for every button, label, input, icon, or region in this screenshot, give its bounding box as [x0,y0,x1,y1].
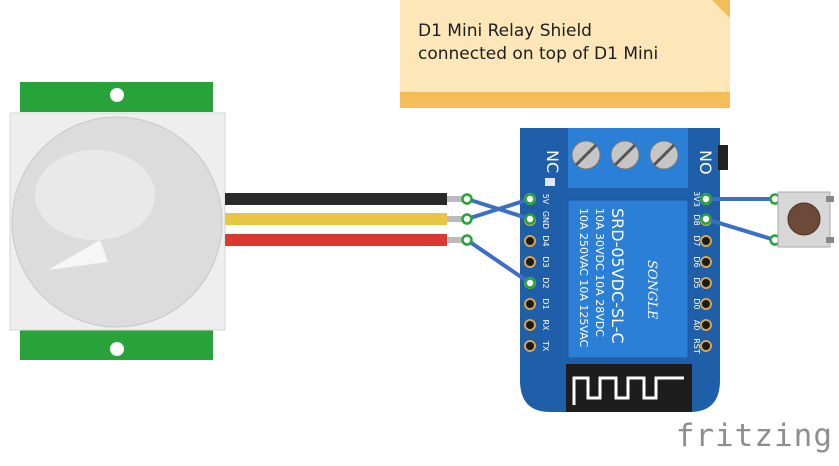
sensor-wires [225,193,467,246]
pin-d1[interactable] [524,298,536,310]
jumper-2 [466,197,531,221]
pin-label-d6: D6 [692,256,701,267]
pin-label-d7: D7 [692,235,701,246]
led-indicator [545,178,555,186]
pin-tx[interactable] [524,340,536,352]
button-cap[interactable] [787,202,821,236]
note-line-1: D1 Mini Relay Shield [418,21,592,41]
note-bar [400,92,730,108]
push-button[interactable] [777,191,834,248]
relay-spec-line: 10A 30VDC 10A 28VDC [593,208,606,337]
pin-d3[interactable] [524,256,536,268]
antenna-trace [572,376,684,405]
pin-d4[interactable] [524,235,536,247]
pir-top-hole [110,88,124,102]
button-leg-1 [826,196,834,202]
jumper-5 [705,217,776,242]
pin-label-5v: 5V [541,194,550,205]
relay-spec-line: 10A 250VAC 10A 125VAC [577,208,590,348]
relay-spec-line: SRD-05VDC-SL-C [608,208,627,344]
note-fold [712,0,730,18]
note-text: D1 Mini Relay Shield connected on top of… [418,20,658,66]
pin-label-d0: D0 [692,298,701,309]
pin-label-rst: RST [692,338,701,354]
pin-d5[interactable] [700,277,712,289]
pin-rx[interactable] [524,319,536,331]
jumper-wires [465,197,776,285]
pir-sensor [9,82,226,360]
pin-label-d1: D1 [541,298,550,309]
wire-red [225,234,447,246]
fritzing-watermark: fritzing [675,418,833,454]
pin-label-d4: D4 [541,235,550,246]
note-card: D1 Mini Relay Shield connected on top of… [400,0,730,108]
terminal-screw-slot-1 [574,143,598,167]
pin-a0[interactable] [700,319,712,331]
pin-d6[interactable] [700,256,712,268]
wire-black [225,193,447,205]
label-nc: NC [543,150,562,173]
wire-yellow [225,213,447,225]
relay-body [567,199,689,359]
pir-dome-highlight [35,150,155,240]
label-no: NO [696,150,715,175]
wire-tip-3 [447,237,467,243]
relay-brand: SONGLE [644,260,659,320]
jumper-3 [465,238,532,285]
pin-label-d3: D3 [541,256,550,267]
terminal-screw-slot-2 [613,143,637,167]
pin-label-gnd: GND [541,211,550,229]
pin-label-tx: TX [541,340,550,352]
wire-tip-1 [447,196,467,202]
pin-d7[interactable] [700,235,712,247]
pin-label-a0: A0 [692,320,701,331]
pin-rst[interactable] [700,340,712,352]
pin-label-d5: D5 [692,277,701,288]
pir-bottom-hole [110,342,124,356]
pin-label-rx: RX [541,319,550,331]
pin-label-d8: D8 [692,214,701,225]
pin-d0[interactable] [700,298,712,310]
board-usb [718,145,728,170]
button-leg-2 [826,237,834,243]
note-line-2: connected on top of D1 Mini [418,44,659,64]
wire-tip-2 [447,216,467,222]
pir-reflection [48,240,108,270]
pin-label-3v3: 3V3 [692,191,701,207]
pin-label-d2: D2 [541,277,550,288]
terminal-screw-slot-3 [652,143,676,167]
